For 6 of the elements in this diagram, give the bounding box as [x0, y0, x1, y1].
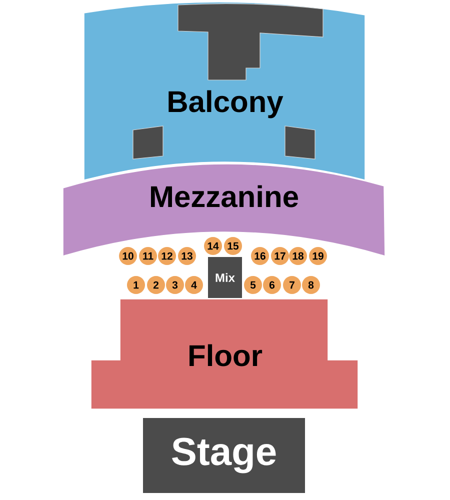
blocked-area: [284, 126, 316, 160]
blocked-area: [132, 126, 164, 160]
mix-booth: Mix: [208, 257, 242, 298]
blocked-area: [178, 3, 324, 80]
floor-section: Floor: [90, 298, 358, 410]
stage-block: Stage: [143, 418, 305, 493]
